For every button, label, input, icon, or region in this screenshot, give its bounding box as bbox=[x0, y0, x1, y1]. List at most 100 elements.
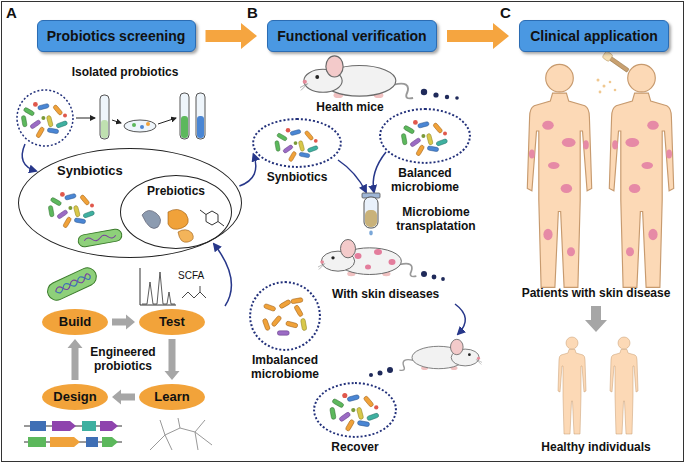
clinical-figures bbox=[609, 81, 612, 84]
dbtl-icons bbox=[142, 272, 175, 304]
stage-header: Clinical application bbox=[519, 20, 669, 52]
mouse-experiment bbox=[338, 160, 366, 192]
clinical-figures bbox=[614, 89, 617, 92]
isolation-steps bbox=[180, 93, 189, 139]
node-text: Build bbox=[59, 315, 92, 330]
clinical-figures bbox=[529, 121, 589, 257]
node-text: Clinical application bbox=[530, 28, 658, 44]
cycle-step: Test bbox=[139, 309, 205, 335]
dbtl-icons bbox=[86, 437, 98, 447]
dbtl-icons bbox=[214, 244, 231, 306]
stage-header: Functional verification bbox=[267, 20, 437, 52]
mouse-experiment bbox=[369, 373, 373, 377]
synbiotic-contents bbox=[200, 210, 224, 226]
synbiotic-contents bbox=[77, 228, 122, 247]
isolation-steps bbox=[22, 144, 36, 171]
mouse-experiment bbox=[318, 240, 416, 277]
isolation-steps bbox=[197, 116, 204, 138]
node-text: Design bbox=[53, 390, 96, 405]
cycle-arrow bbox=[68, 339, 83, 380]
flow-arrow bbox=[447, 23, 509, 49]
cycle-arrow bbox=[165, 339, 180, 380]
mouse-experiment bbox=[445, 95, 449, 99]
clinical-figures bbox=[558, 337, 586, 434]
cycle-arrow bbox=[112, 390, 135, 405]
node-text: Learn bbox=[154, 390, 189, 405]
mouse-experiment bbox=[330, 393, 380, 432]
node-text: Test bbox=[159, 315, 185, 330]
step-label: Health mice bbox=[316, 101, 383, 115]
mouse-experiment bbox=[262, 297, 307, 335]
panel-letter: A bbox=[6, 4, 17, 21]
dbtl-icons bbox=[45, 265, 100, 303]
mouse-experiment bbox=[373, 152, 386, 192]
mouse-experiment bbox=[432, 275, 437, 280]
clinical-figures bbox=[609, 56, 629, 72]
node-text: Imbalanced microbiome bbox=[242, 354, 328, 382]
clinical-figures bbox=[599, 91, 602, 94]
mouse-experiment bbox=[365, 210, 377, 227]
transfer-arrow bbox=[239, 154, 255, 186]
mouse-experiment bbox=[369, 231, 373, 236]
mouse-experiment bbox=[401, 120, 448, 156]
step-label: Patients with skin disease bbox=[522, 287, 671, 301]
stage-header: Probiotics screening bbox=[37, 20, 196, 52]
cycle-step: Learn bbox=[139, 384, 205, 410]
clinical-figures bbox=[558, 337, 586, 434]
isolation-steps bbox=[76, 118, 95, 119]
cycle-arrow bbox=[112, 315, 135, 330]
mouse-experiment bbox=[441, 277, 445, 281]
panel-letter: B bbox=[247, 4, 258, 21]
dbtl-icons bbox=[54, 273, 91, 294]
isolation-steps bbox=[146, 122, 150, 126]
isolation-steps bbox=[100, 95, 109, 139]
isolation-steps bbox=[158, 118, 176, 124]
mouse-experiment bbox=[378, 371, 383, 376]
clinical-figures bbox=[610, 337, 638, 434]
clinical-figures bbox=[527, 51, 673, 434]
dbtl-icons bbox=[30, 421, 46, 431]
mouse-experiment bbox=[374, 249, 382, 255]
microbiome-circle: Synbiotics bbox=[252, 118, 342, 168]
clinical-figures bbox=[527, 64, 591, 287]
clinical-figures bbox=[609, 64, 673, 287]
isolation-steps bbox=[196, 93, 205, 139]
step-label: Isolated probiotics bbox=[72, 66, 179, 80]
mouse-experiment bbox=[389, 259, 396, 265]
dbtl-icons bbox=[52, 421, 76, 431]
node-text: Balanced microbiome bbox=[382, 167, 468, 195]
clinical-figures bbox=[612, 121, 672, 257]
chart-label: SCFA bbox=[178, 270, 204, 282]
dbtl-icons bbox=[50, 437, 80, 447]
synbiotic-contents bbox=[48, 192, 95, 228]
dbtl-icons bbox=[28, 437, 46, 447]
synbiotic-contents bbox=[77, 228, 122, 247]
cycle-label: Engineered probiotics bbox=[86, 346, 160, 374]
synbiotic-contents bbox=[48, 192, 224, 248]
mouse-experiment bbox=[387, 367, 393, 373]
node-text: Synbiotics bbox=[257, 171, 337, 185]
node-text: Probiotics screening bbox=[47, 28, 185, 44]
panel-letter: C bbox=[500, 4, 511, 21]
dbtl-icons bbox=[24, 244, 231, 450]
step-label: Microbiome transplatation bbox=[390, 206, 482, 234]
clinical-figures bbox=[602, 51, 630, 74]
clinical-figures bbox=[527, 64, 591, 287]
synbiotic-contents bbox=[84, 233, 116, 242]
synbiotic-contents bbox=[168, 209, 188, 229]
synbiotic-contents bbox=[206, 211, 218, 225]
clinical-figures bbox=[602, 51, 613, 62]
mouse-experiment bbox=[399, 339, 482, 370]
clinical-figures bbox=[610, 337, 638, 434]
cycle-step: Build bbox=[42, 309, 108, 335]
microbiome-circle: Balanced microbiome bbox=[379, 108, 471, 164]
mouse-experiment bbox=[365, 265, 371, 270]
isolation-steps bbox=[17, 90, 205, 171]
microbiome-circle: Imbalanced microbiome bbox=[249, 281, 321, 351]
dbtl-icons bbox=[182, 286, 206, 298]
isolation-steps bbox=[21, 102, 68, 138]
prebiotics-ellipse: Prebiotics bbox=[120, 175, 232, 249]
dbtl-icons bbox=[100, 421, 118, 431]
